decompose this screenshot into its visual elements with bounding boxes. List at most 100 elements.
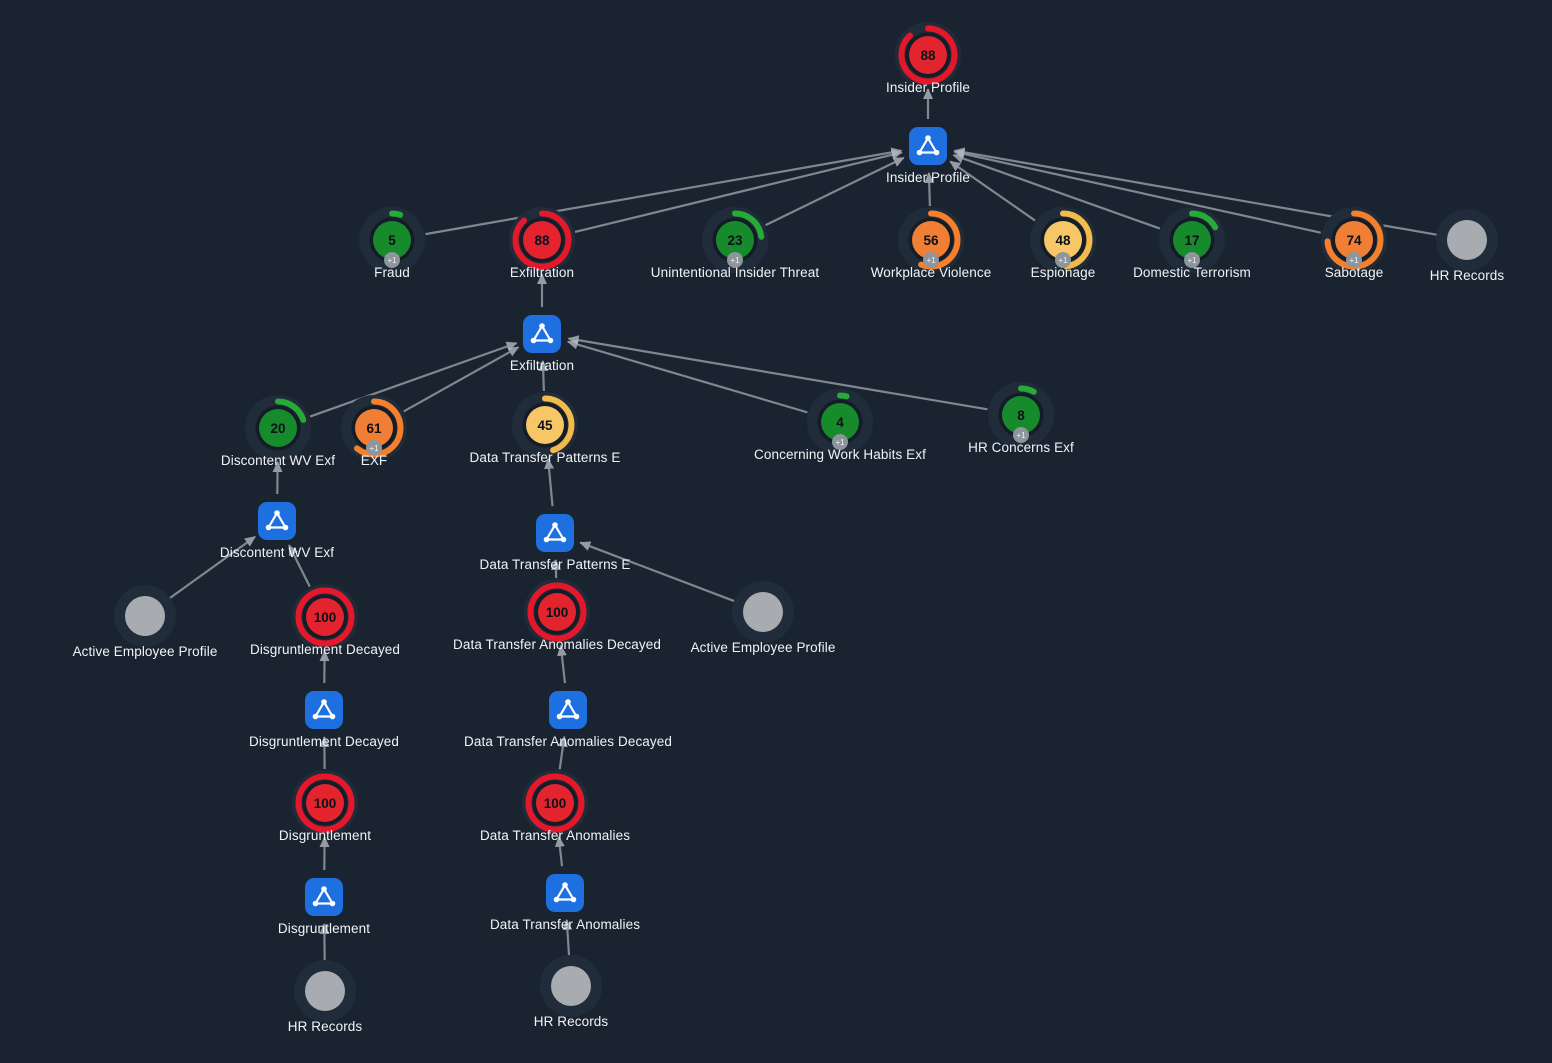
data-source-dot [551, 966, 591, 1006]
evidence-count-badge: +1 [1346, 252, 1362, 268]
evidence-count-badge: +1 [832, 434, 848, 450]
gauge-value: 100 [543, 795, 567, 811]
gauge-value: 74 [1346, 232, 1362, 248]
node-label: HR Records [533, 1014, 609, 1029]
model-triangle-icon [530, 323, 554, 344]
gauge-ring [341, 395, 407, 461]
node-label: Data Transfer Anomalies Decayed [464, 734, 672, 749]
node-label: Exfiltration [509, 358, 575, 373]
model-triangle-icon [553, 882, 577, 903]
model-node-box [909, 127, 947, 165]
model-node-box [258, 502, 296, 540]
edge-hrc-to-exfil_model [567, 335, 988, 411]
gauge-value: 61 [366, 420, 382, 436]
gauge-ring [522, 770, 588, 836]
node-label: Data Transfer Patterns E [479, 557, 631, 572]
edge-aep2-to-dtp_model [579, 541, 738, 604]
node-label: Sabotage [1324, 265, 1384, 280]
evidence-count-badge: +1 [1055, 252, 1071, 268]
model-triangle-icon [312, 886, 336, 907]
gauge-value: 88 [534, 232, 550, 248]
gauge-value: 48 [1055, 232, 1071, 248]
model-node-box [523, 315, 561, 353]
node-label: Discontent WV Exf [219, 545, 335, 560]
data-source-dot [125, 596, 165, 636]
node-label: Unintentional Insider Threat [650, 265, 820, 280]
gauge-ring [895, 22, 961, 88]
data-source-dot [305, 971, 345, 1011]
node-label: Workplace Violence [870, 265, 992, 280]
node-label: Domestic Terrorism [1133, 265, 1251, 280]
model-node-box [305, 878, 343, 916]
node-label: Insider Profile [885, 170, 971, 185]
gauge-value: 45 [537, 417, 553, 433]
node-label: Disgruntlement [278, 828, 372, 843]
node-label: Disgruntlement [277, 921, 371, 936]
edge-dtp_model-to-dtp_gauge [544, 457, 555, 507]
node-label: Data Transfer Patterns E [469, 450, 621, 465]
node-label: HR Concerns Exf [968, 440, 1074, 455]
edge-sab-to-ip_model [953, 149, 1322, 234]
model-triangle-icon [916, 135, 940, 156]
node-label: Discontent WV Exf [220, 453, 336, 468]
model-triangle-icon [556, 699, 580, 720]
evidence-count-badge: +1 [1013, 427, 1029, 443]
model-node-box [546, 874, 584, 912]
node-label: Active Employee Profile [690, 640, 836, 655]
gauge-value: 5 [388, 232, 396, 248]
gauge-ring [1159, 207, 1225, 273]
node-label: EXF [360, 453, 388, 468]
node-label: Data Transfer Anomalies [479, 828, 631, 843]
node-label: HR Records [1429, 268, 1505, 283]
evidence-count-badge: +1 [384, 252, 400, 268]
gauge-ring [807, 389, 873, 455]
model-node-box [305, 691, 343, 729]
gauge-ring [512, 392, 578, 458]
gauge-ring [509, 207, 575, 273]
model-triangle-icon [312, 699, 336, 720]
node-label: Disgruntlement Decayed [249, 642, 401, 657]
gauge-value: 100 [313, 795, 337, 811]
node-label: Data Transfer Anomalies Decayed [453, 637, 661, 652]
model-triangle-icon [265, 510, 289, 531]
data-source-dot [1447, 220, 1487, 260]
edge-uit-to-ip_model [765, 156, 905, 227]
gauge-value: 23 [727, 232, 743, 248]
node-label: Concerning Work Habits Exf [754, 447, 926, 462]
edge-fraud-to-ip_model [425, 147, 903, 236]
node-label: Espionage [1030, 265, 1096, 280]
model-triangle-icon [543, 522, 567, 543]
evidence-count-badge: +1 [727, 252, 743, 268]
node-label: Active Employee Profile [72, 644, 218, 659]
gauge-value: 56 [923, 232, 939, 248]
gauge-value: 88 [920, 47, 936, 63]
gauge-ring [292, 584, 358, 650]
evidence-count-badge: +1 [1184, 252, 1200, 268]
edge-exf61-to-exfil_model [403, 346, 520, 413]
node-label: HR Records [287, 1019, 363, 1034]
gauge-ring [988, 382, 1054, 448]
gauge-value: 100 [545, 604, 569, 620]
node-label: Disgruntlement Decayed [248, 734, 400, 749]
edge-cwh-to-exfil_model [566, 339, 808, 414]
gauge-value: 4 [836, 414, 844, 430]
data-source-dot [743, 592, 783, 632]
node-label: Data Transfer Anomalies [489, 917, 641, 932]
node-label: Fraud [374, 265, 410, 280]
gauge-ring [524, 579, 590, 645]
gauge-ring [245, 395, 311, 461]
gauge-value: 17 [1184, 232, 1200, 248]
model-node-box [536, 514, 574, 552]
evidence-count-badge: +1 [366, 440, 382, 456]
gauge-ring [292, 770, 358, 836]
gauge-ring [702, 207, 768, 273]
node-label: Exfiltration [509, 265, 575, 280]
model-node-box [549, 691, 587, 729]
gauge-value: 100 [313, 609, 337, 625]
gauge-ring [1030, 207, 1096, 273]
node-label: Insider Profile [885, 80, 971, 95]
gauge-value: 20 [270, 420, 286, 436]
gauge-value: 8 [1017, 407, 1025, 423]
